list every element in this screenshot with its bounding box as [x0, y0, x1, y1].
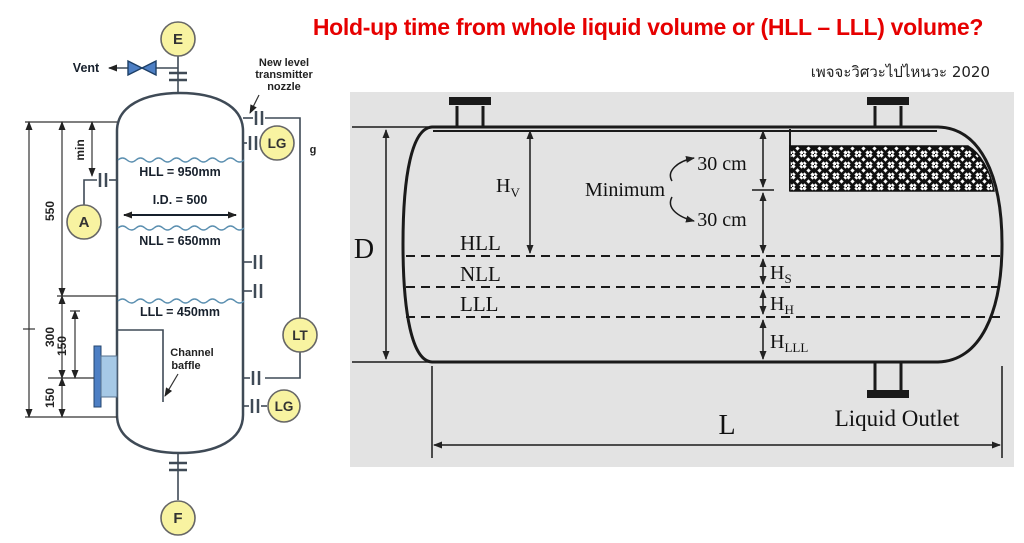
page-title: Hold-up time from whole liquid volume or… [312, 14, 984, 40]
lll-label: LLL = 450mm [140, 305, 220, 319]
clearance-top-label: 30 cm [697, 153, 747, 175]
g-label: g [310, 144, 317, 156]
nll-label: NLL = 650mm [139, 234, 220, 248]
instrument-bubble-lg-top [259, 125, 295, 161]
nozzle-note-arrow [249, 94, 260, 114]
hv-label: HV [496, 175, 520, 200]
instrument-bubble-lg-bottom [267, 389, 301, 423]
baffle-note-line2: baffle [171, 360, 200, 372]
baffle-note-arrow [164, 373, 179, 397]
dimension-150-bottom-label: 150 [43, 388, 57, 408]
vent-valve-icon [127, 59, 157, 77]
d-label: D [354, 234, 374, 265]
liquid-outlet-label: Liquid Outlet [835, 406, 960, 431]
dimension-150-nozzle-label: 150 [55, 336, 69, 356]
hs-label: HS [770, 262, 792, 286]
instrument-bubble-a [66, 204, 102, 240]
instrument-lt-label: LT [292, 328, 308, 343]
nll-wave-line [117, 225, 245, 231]
clearance-bottom-label: 30 cm [697, 209, 747, 231]
transmitter-piping [265, 117, 301, 318]
minimum-label: Minimum [585, 179, 665, 201]
instrument-f-label: F [173, 510, 182, 527]
minimum-arrow-top [669, 156, 695, 182]
instrument-bubble-e [160, 21, 196, 57]
hll-wave-line [117, 157, 245, 163]
credit-text: เพจจะวิศวะไปไหนวะ 2020 [810, 63, 990, 81]
instrument-a-label: A [79, 214, 90, 231]
vessel-shell [115, 91, 245, 455]
instrument-lg-top-label: LG [268, 136, 287, 151]
horizontal-vessel-shell [401, 125, 1004, 364]
dimension-550-label: 550 [43, 201, 57, 221]
side-nozzle-flange [93, 345, 102, 408]
nozzle-note-line2: transmitter [255, 69, 313, 81]
dimension-300-label: 300 [43, 327, 57, 347]
channel-baffle [117, 329, 164, 402]
id-label: I.D. = 500 [153, 193, 208, 207]
demister-pad-hatch [789, 145, 995, 192]
horizontal-vessel-diagram: D HV Minimum 30 cm 30 cm HLL NLL LLL [350, 92, 1014, 467]
nozzle-note-line3: nozzle [267, 81, 301, 93]
hll-level-label: HLL [460, 231, 501, 255]
instrument-e-label: E [173, 31, 183, 48]
nll-level-label: NLL [460, 262, 501, 286]
a-instrument-piping [83, 179, 97, 205]
transmitter-piping [265, 352, 301, 379]
dimension-min-label: min [73, 139, 87, 160]
minimum-arrow-bottom [669, 196, 695, 223]
lll-level-label: LLL [460, 292, 498, 316]
hh-label: HH [770, 293, 794, 317]
l-label: L [718, 410, 735, 441]
nozzle-note-line1: New level [259, 57, 309, 69]
hlll-label: HLLL [770, 331, 808, 355]
side-nozzle-neck [100, 355, 118, 398]
lll-wave-line [117, 298, 245, 304]
vent-label: Vent [73, 61, 100, 75]
hll-label: HLL = 950mm [139, 165, 220, 179]
vertical-vessel-diagram: HLL = 950mm I.D. = 500 NLL = 650mm LLL =… [23, 21, 318, 536]
instrument-lg-bottom-label: LG [275, 399, 294, 414]
vapor-nozzle-flange [867, 97, 909, 105]
baffle-note-line1: Channel [170, 347, 213, 359]
inlet-nozzle-flange [449, 97, 491, 105]
instrument-bubble-f [160, 500, 196, 536]
instrument-bubble-lt [282, 317, 318, 353]
outlet-nozzle-flange [867, 390, 909, 398]
